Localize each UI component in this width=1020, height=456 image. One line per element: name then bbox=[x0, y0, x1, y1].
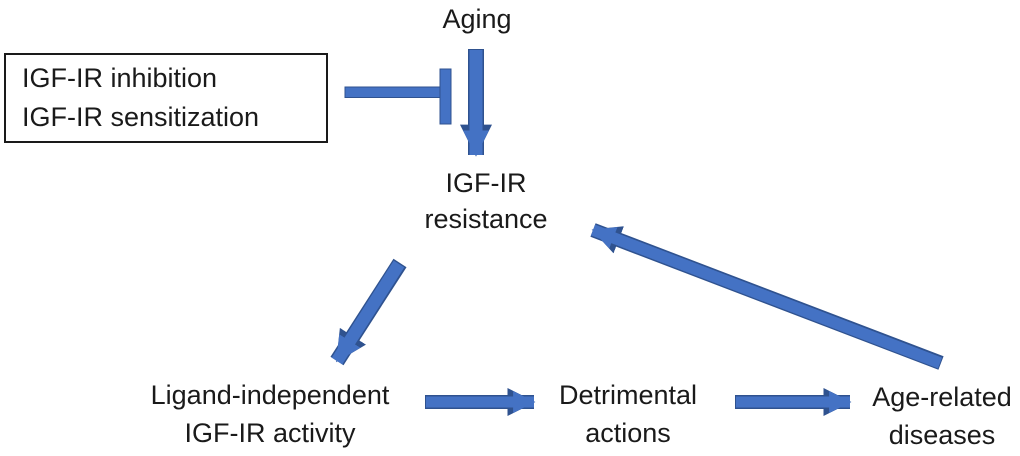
node-detrimental-actions: Detrimental actions bbox=[559, 376, 697, 452]
ligand-line1: Ligand-independent bbox=[150, 380, 390, 410]
inhibition-box-line2: IGF-IR sensitization bbox=[22, 102, 260, 132]
arrow-resistance-to-ligand bbox=[330, 258, 407, 366]
node-inhibition-box: IGF-IR inhibition IGF-IR sensitization bbox=[4, 53, 328, 143]
node-aging: Aging bbox=[442, 1, 511, 38]
node-aging-label: Aging bbox=[442, 4, 512, 34]
ligand-line2: IGF-IR activity bbox=[184, 418, 356, 448]
age-related-line2: diseases bbox=[888, 420, 996, 450]
resistance-line2: resistance bbox=[424, 204, 548, 234]
inhibition-box-line1: IGF-IR inhibition bbox=[22, 63, 218, 93]
inhibition-tbar-icon bbox=[344, 68, 452, 125]
arrow-age-related-to-resistance bbox=[590, 223, 944, 370]
node-age-related-diseases: Age-related diseases bbox=[872, 378, 1012, 454]
node-igf-ir-resistance: IGF-IR resistance bbox=[424, 165, 547, 237]
detrimental-line2: actions bbox=[585, 418, 671, 448]
detrimental-line1: Detrimental bbox=[558, 380, 698, 410]
resistance-line1: IGF-IR bbox=[445, 168, 527, 198]
age-related-line1: Age-related bbox=[872, 382, 1012, 412]
node-ligand-independent-activity: Ligand-independent IGF-IR activity bbox=[151, 376, 390, 452]
